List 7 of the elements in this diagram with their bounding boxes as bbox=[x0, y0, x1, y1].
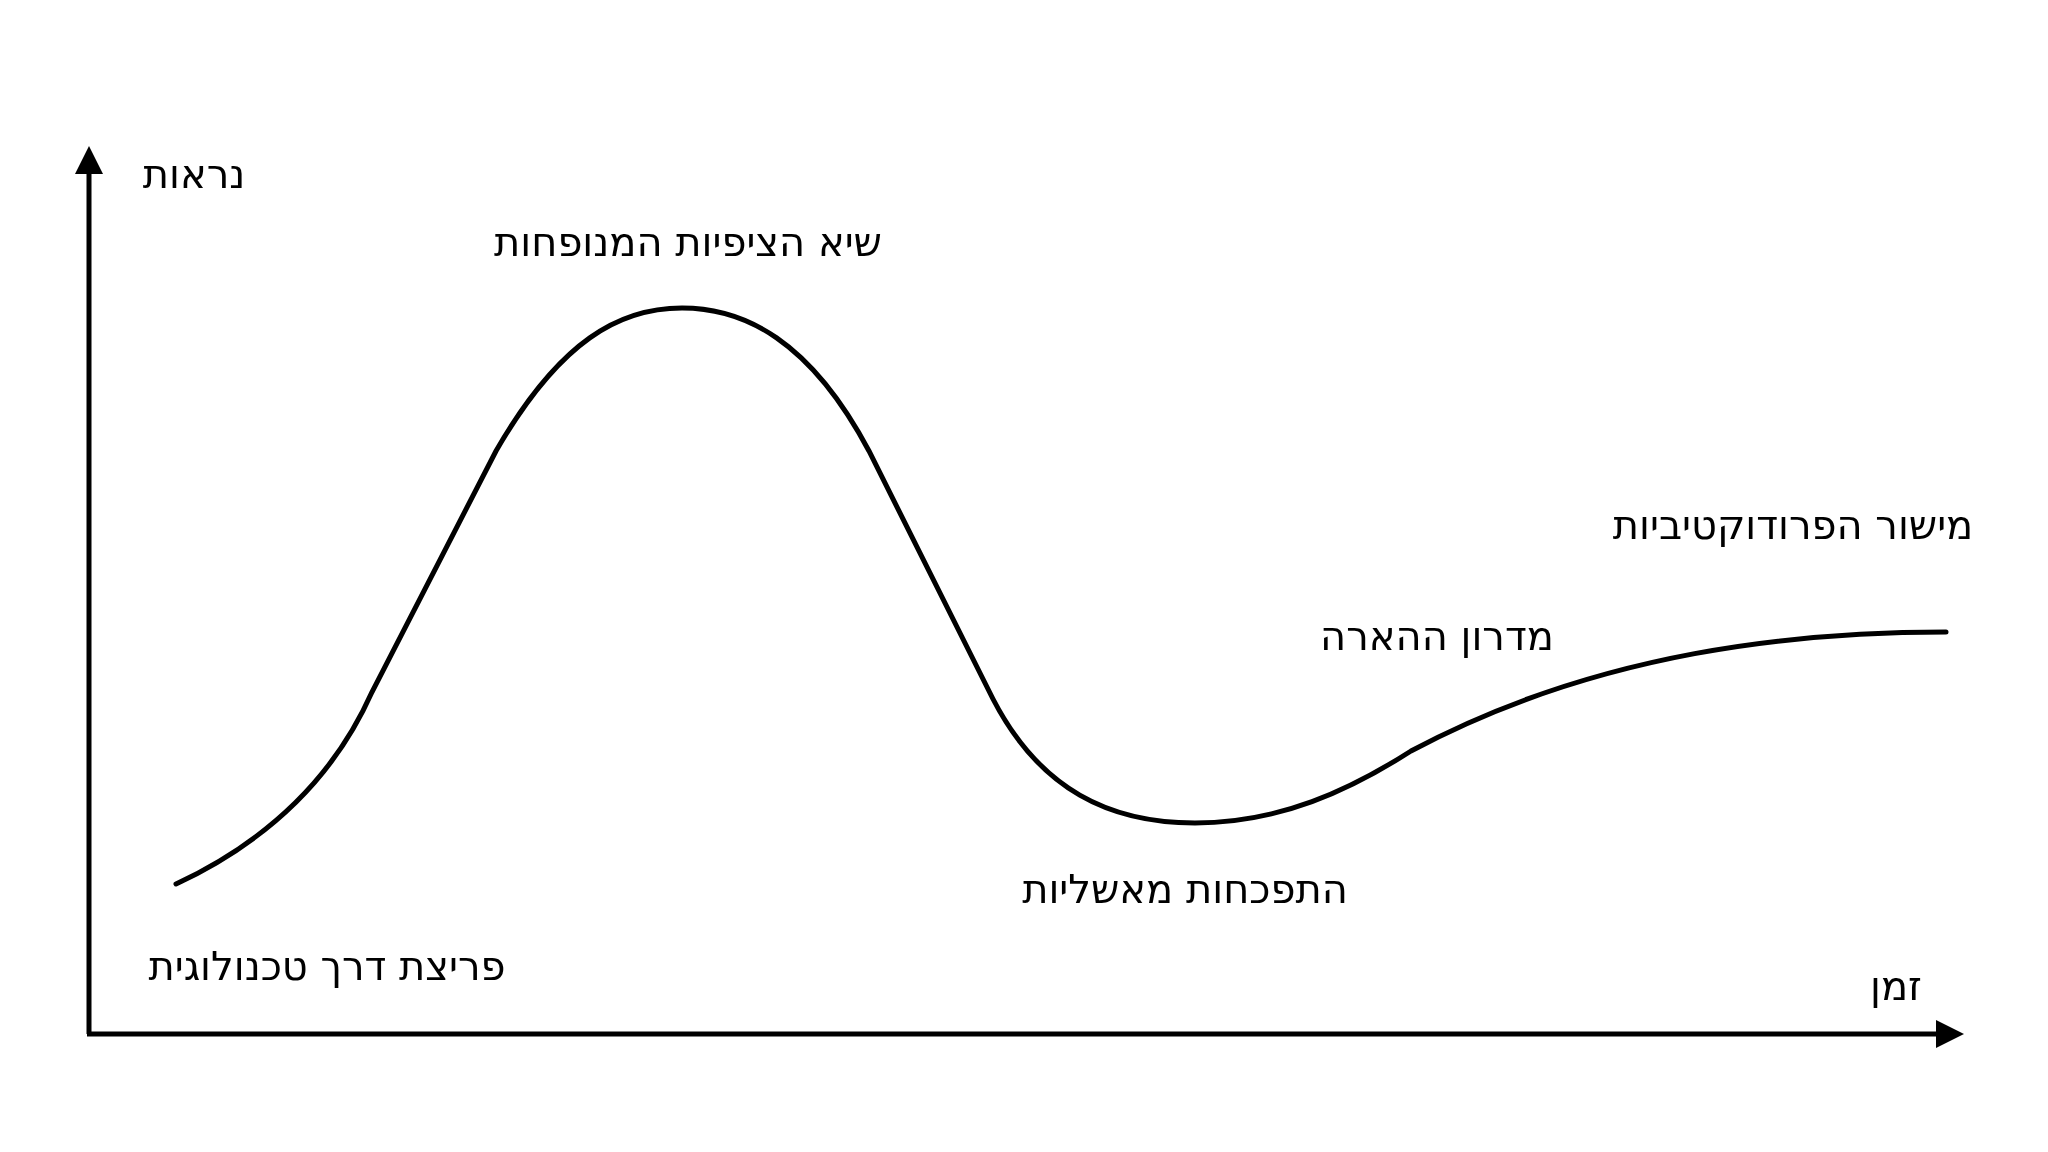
phase-label: שיא הציפיות המנופחות bbox=[494, 220, 882, 264]
axis-label: נראות bbox=[142, 152, 246, 196]
phase-label: התפכחות מאשליות bbox=[1022, 867, 1348, 911]
phase-label: פריצת דרך טכנולוגית bbox=[148, 944, 506, 988]
phase-label: מדרון ההארה bbox=[1320, 614, 1554, 658]
axis-label: זמן bbox=[1870, 964, 1922, 1008]
phase-label: מישור הפרודוקטיביות bbox=[1612, 503, 1974, 547]
